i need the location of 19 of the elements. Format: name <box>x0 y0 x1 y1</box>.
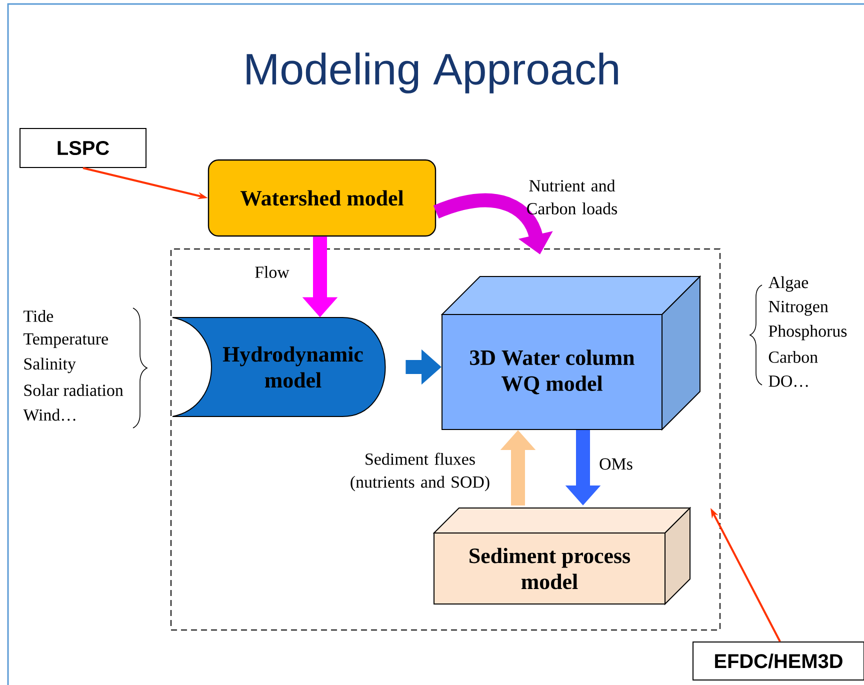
list-item: DO… <box>768 375 808 387</box>
list-item: Wind… <box>23 408 76 421</box>
dashed-frame <box>170 248 720 630</box>
edge-label: Sediment fluxes (nutrients and SOD) <box>350 452 490 492</box>
list-item: Temperature <box>24 333 108 348</box>
process-box: Watershed model <box>208 159 436 237</box>
list-item: Tide <box>24 310 54 322</box>
list-item: Algae <box>768 276 808 292</box>
edge-label: Nutrient and Carbon loads <box>527 180 618 214</box>
list-item: Salinity <box>24 358 76 374</box>
model-name-box: LSPC <box>20 128 146 168</box>
model-name-box: EFDC/HEM3D <box>692 642 864 680</box>
edge-label: OMs <box>600 458 632 470</box>
list-item: Phosphorus <box>768 324 847 340</box>
list-item: Carbon <box>768 350 818 363</box>
edge-label: Flow <box>255 266 290 278</box>
title: Modeling Approach <box>246 52 618 94</box>
list-item: Nitrogen <box>768 300 828 316</box>
list-item: Solar radiation <box>24 384 124 396</box>
